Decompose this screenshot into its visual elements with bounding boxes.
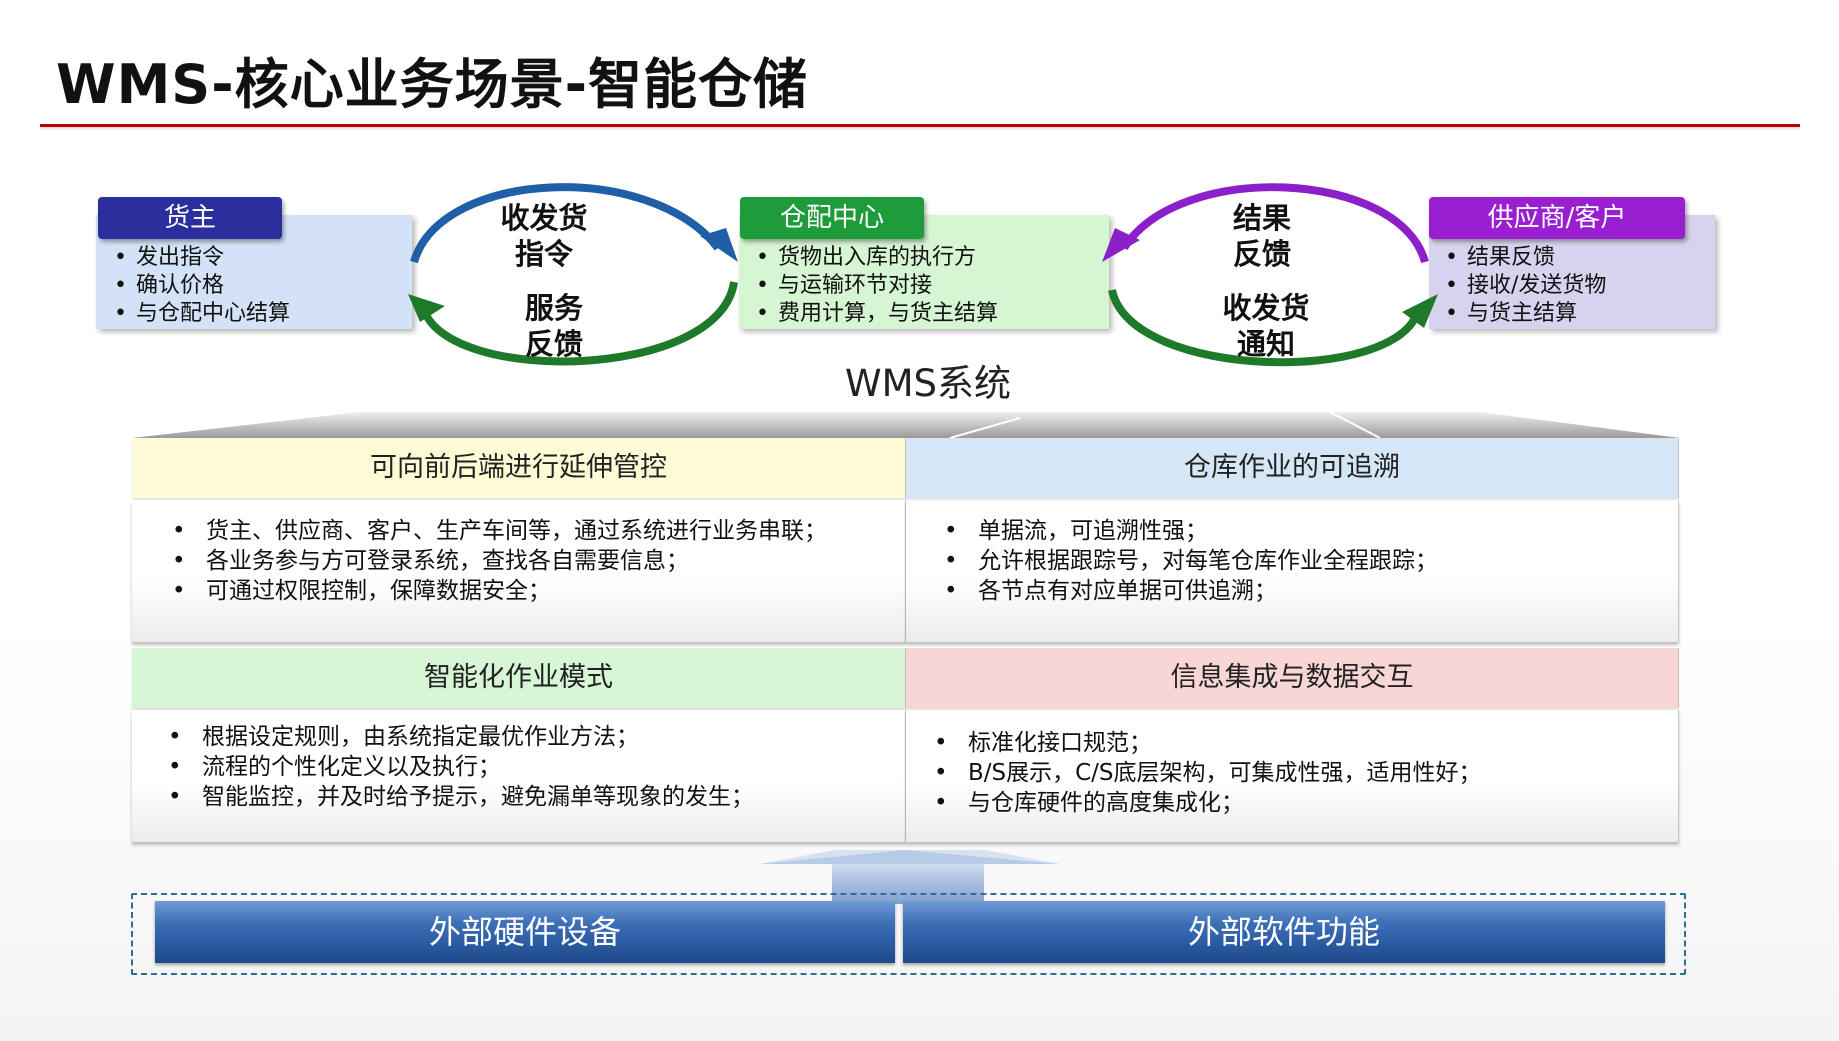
wms-system-label: WMS系统 bbox=[845, 362, 1011, 405]
right-cycle-bottom-arrow bbox=[1108, 288, 1438, 367]
page-title: WMS-核心业务场景-智能仓储 bbox=[56, 53, 809, 116]
wms-roof bbox=[132, 411, 1680, 439]
feature-head-integration: 信息集成与数据交互 bbox=[906, 648, 1679, 708]
list-item: 允许根据跟踪号，对每笔仓库作业全程跟踪； bbox=[942, 546, 1438, 576]
list-item: 智能监控，并及时给予提示，避免漏单等现象的发生； bbox=[166, 782, 754, 812]
external-systems-frame bbox=[131, 893, 1686, 975]
list-item: 与仓配中心结算 bbox=[110, 300, 290, 328]
list-item: 各节点有对应单据可供追溯； bbox=[942, 576, 1438, 606]
list-item: 费用计算，与货主结算 bbox=[752, 300, 998, 328]
list-item: B/S展示，C/S底层架构，可集成性强，适用性好； bbox=[932, 758, 1482, 788]
external-software-bar: 外部软件功能 bbox=[903, 901, 1665, 963]
list-item: 结果反馈 bbox=[1441, 244, 1606, 272]
feature-list: 货主、供应商、客户、生产车间等，通过系统进行业务串联； 各业务参与方可登录系统，… bbox=[170, 516, 827, 606]
right-cycle-top-arrow bbox=[1102, 183, 1429, 264]
feature-body-integration: 标准化接口规范； B/S展示，C/S底层架构，可集成性强，适用性好； 与仓库硬件… bbox=[906, 710, 1679, 842]
list-item: 与仓库硬件的高度集成化； bbox=[932, 788, 1482, 818]
list-item: 货主、供应商、客户、生产车间等，通过系统进行业务串联； bbox=[170, 516, 827, 546]
supplier-list: 结果反馈 接收/发送货物 与货主结算 bbox=[1441, 244, 1606, 328]
owner-header: 货主 bbox=[98, 197, 282, 239]
list-item: 确认价格 bbox=[110, 272, 290, 300]
feature-list: 单据流，可追溯性强； 允许根据跟踪号，对每笔仓库作业全程跟踪； 各节点有对应单据… bbox=[942, 516, 1438, 606]
list-item: 与运输环节对接 bbox=[752, 272, 998, 300]
left-cycle-bottom-arrow bbox=[408, 281, 738, 366]
list-item: 单据流，可追溯性强； bbox=[942, 516, 1438, 546]
list-item: 与货主结算 bbox=[1441, 300, 1606, 328]
up-arrow bbox=[760, 850, 1060, 904]
list-item: 根据设定规则，由系统指定最优作业方法； bbox=[166, 722, 754, 752]
list-item: 各业务参与方可登录系统，查找各自需要信息； bbox=[170, 546, 827, 576]
list-item: 可通过权限控制，保障数据安全； bbox=[170, 576, 827, 606]
list-item: 标准化接口规范； bbox=[932, 728, 1482, 758]
feature-head-traceability: 仓库作业的可追溯 bbox=[906, 438, 1679, 498]
title-divider bbox=[40, 124, 1800, 127]
feature-head-smart-operation: 智能化作业模式 bbox=[132, 648, 906, 708]
left-cycle-bottom-label: 服务 反馈 bbox=[524, 291, 583, 361]
feature-list: 根据设定规则，由系统指定最优作业方法； 流程的个性化定义以及执行； 智能监控，并… bbox=[166, 722, 754, 812]
feature-body-smart-operation: 根据设定规则，由系统指定最优作业方法； 流程的个性化定义以及执行； 智能监控，并… bbox=[132, 710, 906, 842]
right-cycle-bottom-label: 收发货 通知 bbox=[1222, 291, 1310, 361]
left-cycle-top-label: 收发货 指令 bbox=[500, 201, 588, 271]
owner-list: 发出指令 确认价格 与仓配中心结算 bbox=[110, 244, 290, 328]
list-item: 流程的个性化定义以及执行； bbox=[166, 752, 754, 782]
feature-body-traceability: 单据流，可追溯性强； 允许根据跟踪号，对每笔仓库作业全程跟踪； 各节点有对应单据… bbox=[906, 500, 1679, 642]
feature-body-extend-control: 货主、供应商、客户、生产车间等，通过系统进行业务串联； 各业务参与方可登录系统，… bbox=[132, 500, 906, 642]
left-cycle-top-arrow bbox=[410, 183, 738, 264]
list-item: 接收/发送货物 bbox=[1441, 272, 1606, 300]
cycle-arrows bbox=[408, 183, 1438, 367]
list-item: 发出指令 bbox=[110, 244, 290, 272]
center-list: 货物出入库的执行方 与运输环节对接 费用计算，与货主结算 bbox=[752, 244, 998, 328]
external-hardware-bar: 外部硬件设备 bbox=[155, 901, 895, 963]
feature-list: 标准化接口规范； B/S展示，C/S底层架构，可集成性强，适用性好； 与仓库硬件… bbox=[932, 728, 1482, 818]
title-divider-shadow bbox=[40, 127, 1800, 131]
supplier-header: 供应商/客户 bbox=[1429, 197, 1685, 239]
feature-head-extend-control: 可向前后端进行延伸管控 bbox=[132, 438, 906, 498]
center-header: 仓配中心 bbox=[740, 197, 924, 239]
right-cycle-top-label: 结果 反馈 bbox=[1232, 201, 1291, 271]
list-item: 货物出入库的执行方 bbox=[752, 244, 998, 272]
